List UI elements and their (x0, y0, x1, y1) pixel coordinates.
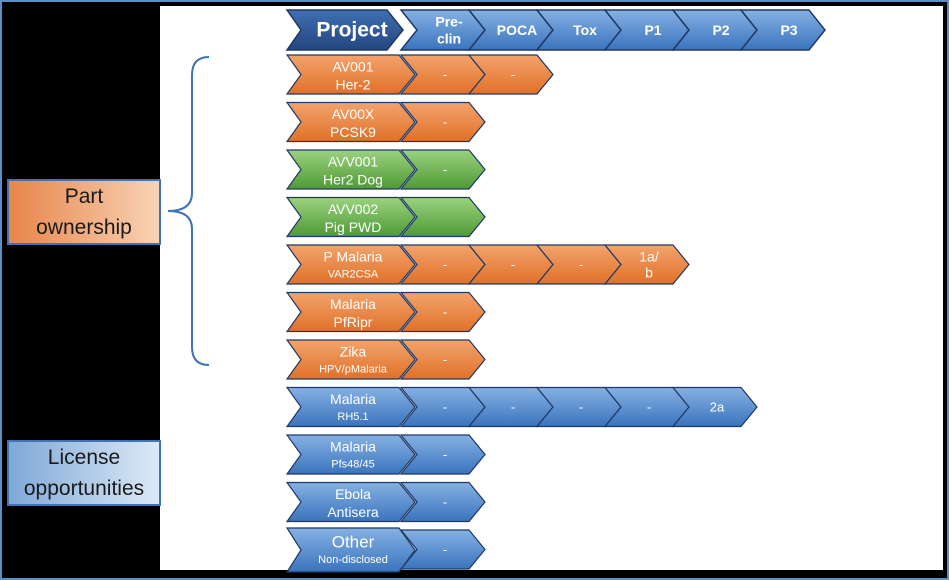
stage-progress-label: - (511, 257, 515, 272)
project-chevron (285, 527, 416, 573)
project-subtitle: Pig PWD (325, 219, 382, 235)
stage-progress-label: b (645, 265, 653, 281)
stage-progress-chevron (399, 529, 486, 570)
stage-progress-label: - (511, 400, 515, 415)
project-title: Zika (340, 344, 367, 360)
project-subtitle: VAR2CSA (328, 269, 379, 281)
project-title: Ebola (335, 486, 371, 502)
stage-progress-label: - (443, 305, 447, 320)
project-title: Other (332, 533, 375, 552)
project-header-label: Project (316, 19, 387, 42)
stage-header-label-line-2: clin (437, 30, 461, 46)
stage-progress-label: - (443, 400, 447, 415)
project-subtitle: Her2 Dog (323, 172, 383, 188)
project-row: AV00X PCSK9 - (285, 101, 486, 143)
project-subtitle: Pfs48/45 (331, 459, 374, 471)
project-chevron (285, 481, 416, 523)
header-row: Project Pre-clin POCA Tox P1 P2 P3 (285, 9, 826, 51)
stage-progress-label: - (443, 162, 447, 177)
stage-progress-label: - (443, 352, 447, 367)
project-chevron (285, 291, 416, 333)
project-header-chevron (285, 9, 404, 51)
project-title: AVV002 (328, 201, 379, 217)
stage-progress-chevron (399, 149, 486, 190)
stage-progress-label: - (443, 67, 447, 82)
stage-progress-label: - (443, 495, 447, 510)
stage-progress-chevron (467, 54, 554, 95)
stage-header-label: POCA (497, 22, 537, 38)
stage-header-label: P2 (712, 22, 729, 38)
project-title: P Malaria (324, 249, 383, 265)
project-chevron (285, 101, 416, 143)
stage-progress-label: - (511, 67, 515, 82)
stage-progress-label: - (579, 400, 583, 415)
project-subtitle: PfRipr (334, 314, 373, 330)
stage-progress-label: - (443, 257, 447, 272)
license-opportunities-label: License opportunities (7, 440, 161, 506)
project-subtitle: Non-disclosed (318, 554, 388, 566)
stage-progress-label: 1a/ (639, 249, 659, 265)
stage-progress-label: - (579, 257, 583, 272)
stage-header-label: Tox (573, 22, 597, 38)
project-chevron (285, 149, 416, 190)
stage-progress-label: - (443, 115, 447, 130)
stage-progress-chevron (399, 291, 486, 333)
stage-progress-label: - (443, 447, 447, 462)
stage-progress-chevron (671, 386, 758, 428)
project-chevron (285, 386, 416, 428)
project-subtitle: Her-2 (335, 77, 370, 93)
stage-progress-label: - (443, 542, 447, 557)
stage-header-chevron (739, 9, 826, 51)
stage-progress-chevron (399, 196, 486, 238)
slide-canvas (160, 6, 943, 570)
stage-header-label: P1 (644, 22, 661, 38)
project-chevron (285, 196, 416, 238)
project-chevron (285, 54, 416, 95)
project-chevron (285, 434, 416, 475)
stage-progress-label: - (647, 400, 651, 415)
project-title: AVV001 (328, 154, 379, 170)
project-subtitle: HPV/pMalaria (319, 364, 388, 376)
part-ownership-label: Part ownership (7, 179, 161, 245)
project-chevron (285, 244, 416, 285)
project-subtitle: Antisera (327, 504, 379, 520)
stage-progress-chevron (399, 481, 486, 523)
stage-progress-chevron (603, 244, 690, 285)
project-title: AV001 (333, 59, 374, 75)
project-subtitle: RH5.1 (337, 411, 368, 423)
stage-progress-chevron (399, 339, 486, 380)
stage-header-label-line-1: Pre- (435, 14, 463, 30)
project-title: AV00X (332, 106, 375, 122)
stage-progress-chevron (399, 434, 486, 475)
project-chevron (285, 339, 416, 380)
project-title: Malaria (330, 439, 376, 455)
stage-progress-chevron (399, 101, 486, 143)
project-title: Malaria (330, 296, 376, 312)
part-ownership-brace (167, 56, 210, 366)
project-subtitle: PCSK9 (330, 124, 376, 140)
stage-header-label: P3 (780, 22, 797, 38)
project-title: Malaria (330, 391, 376, 407)
stage-progress-label: 2a (710, 400, 725, 415)
